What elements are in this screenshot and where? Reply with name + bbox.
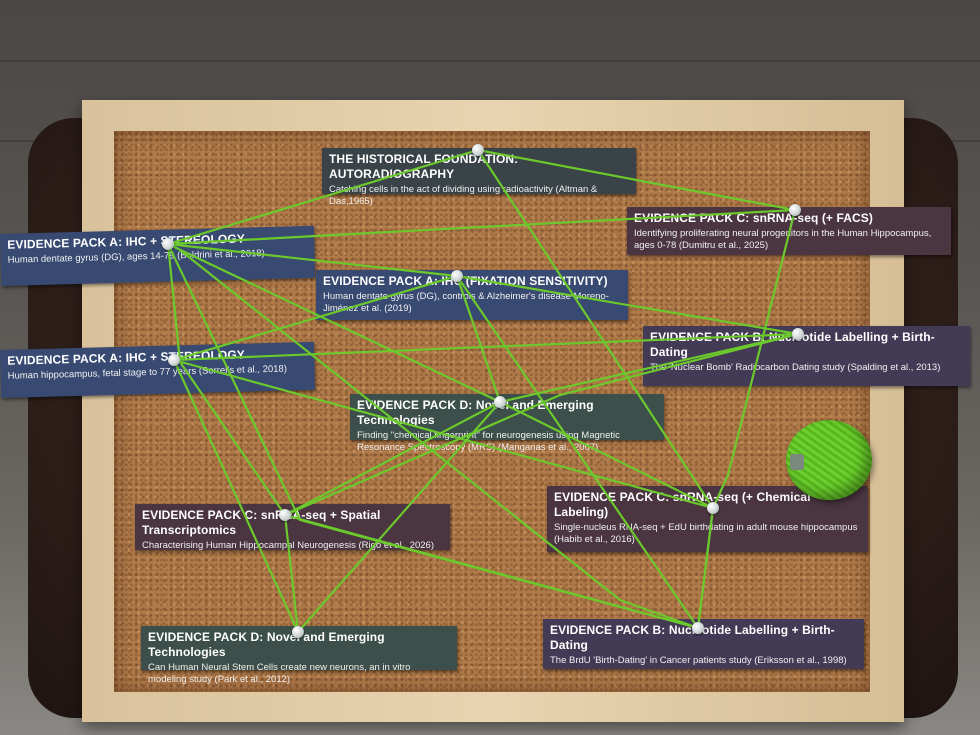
- string: [172, 332, 800, 362]
- push-pin: [472, 144, 484, 156]
- string: [172, 358, 715, 630]
- card-title: EVIDENCE PACK D: Novel and Emerging Tech…: [148, 630, 385, 659]
- card-stem-cells: EVIDENCE PACK D: Novel and Emerging Tech…: [141, 626, 457, 685]
- push-pin: [451, 270, 463, 282]
- card-subtitle: Can Human Neural Stem Cells create new n…: [148, 662, 411, 685]
- card-title: EVIDENCE PACK C: snRNA-seq (+ Chemical L…: [554, 490, 811, 519]
- card-chemical-labeling: EVIDENCE PACK C: snRNA-seq (+ Chemical L…: [547, 486, 868, 552]
- card-title: THE HISTORICAL FOUNDATION: AUTORADIOGRAP…: [329, 152, 519, 181]
- string: [283, 332, 800, 517]
- push-pin: [494, 396, 506, 408]
- card-subtitle: Single-nucleus RNA-seq + EdU birthdating…: [554, 522, 858, 545]
- push-pin: [292, 626, 304, 638]
- string: [166, 242, 300, 634]
- green-yarn-ball: [786, 420, 872, 500]
- floor-board-line: [0, 60, 980, 62]
- string: [172, 274, 502, 404]
- string: [296, 400, 502, 634]
- card-subtitle: The BrdU 'Birth-Dating' in Cancer patien…: [550, 655, 847, 666]
- card-mrs: EVIDENCE PACK D: Novel and Emerging Tech…: [350, 394, 664, 453]
- card-subtitle: Identifying proliferating neural progeni…: [634, 228, 932, 251]
- push-pin: [692, 622, 704, 634]
- card-subtitle: Catching cells in the act of dividing us…: [329, 184, 598, 207]
- card-subtitle: The 'Nuclear Bomb' Radiocarbon Dating st…: [650, 362, 941, 373]
- push-pin: [279, 509, 291, 521]
- push-pin: [789, 204, 801, 216]
- string: [166, 208, 797, 246]
- string: [283, 513, 700, 630]
- string: [166, 148, 797, 246]
- string: [711, 208, 797, 510]
- card-brdu: EVIDENCE PACK B: Nucleotide Labelling + …: [543, 619, 864, 669]
- card-title: EVIDENCE PACK A: IHC (FIXATION SENSITIVI…: [323, 274, 608, 288]
- push-pin: [168, 354, 180, 366]
- push-pin: [707, 502, 719, 514]
- string: [178, 248, 700, 630]
- card-subtitle: Finding "chemical fingerprint" for neuro…: [357, 430, 620, 453]
- card-title: EVIDENCE PACK C: snRNA-seq + Spatial Tra…: [142, 508, 381, 537]
- push-pin: [792, 328, 804, 340]
- card-subtitle: Human dentate gyrus (DG), controls & Alz…: [323, 291, 609, 314]
- string: [455, 274, 700, 630]
- string: [172, 358, 300, 634]
- push-pin: [162, 238, 174, 250]
